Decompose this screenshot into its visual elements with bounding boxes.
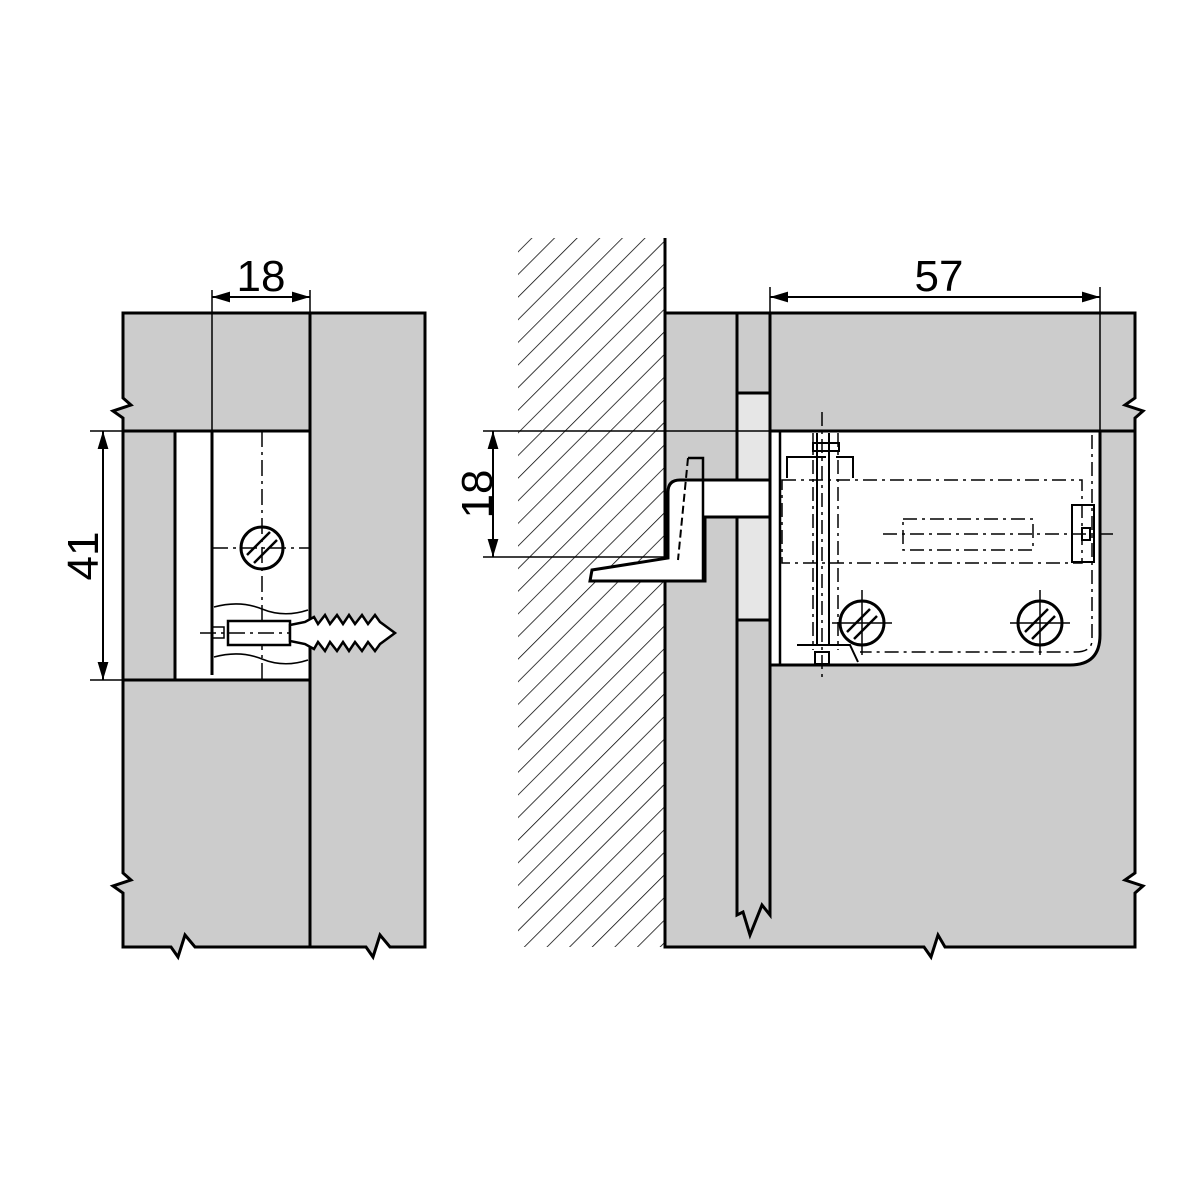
dim-left-width: 18: [237, 252, 286, 301]
dimension-left-height: 41: [59, 430, 123, 681]
dimension-right-length: 57: [769, 252, 1101, 431]
wood-screw: [288, 612, 398, 654]
dim-left-height: 41: [59, 532, 108, 581]
wall-hatched: [518, 238, 665, 947]
dim-right-length: 57: [915, 252, 964, 301]
right-view: [518, 238, 1146, 961]
screw-head-icon: [239, 525, 285, 571]
dimension-right-height: 18: [453, 430, 770, 558]
screw-heads: [832, 590, 1070, 655]
dimension-left-width: 18: [211, 252, 311, 431]
bracket-body: [768, 429, 1102, 667]
left-view: [109, 311, 427, 961]
dim-right-height: 18: [453, 470, 502, 519]
